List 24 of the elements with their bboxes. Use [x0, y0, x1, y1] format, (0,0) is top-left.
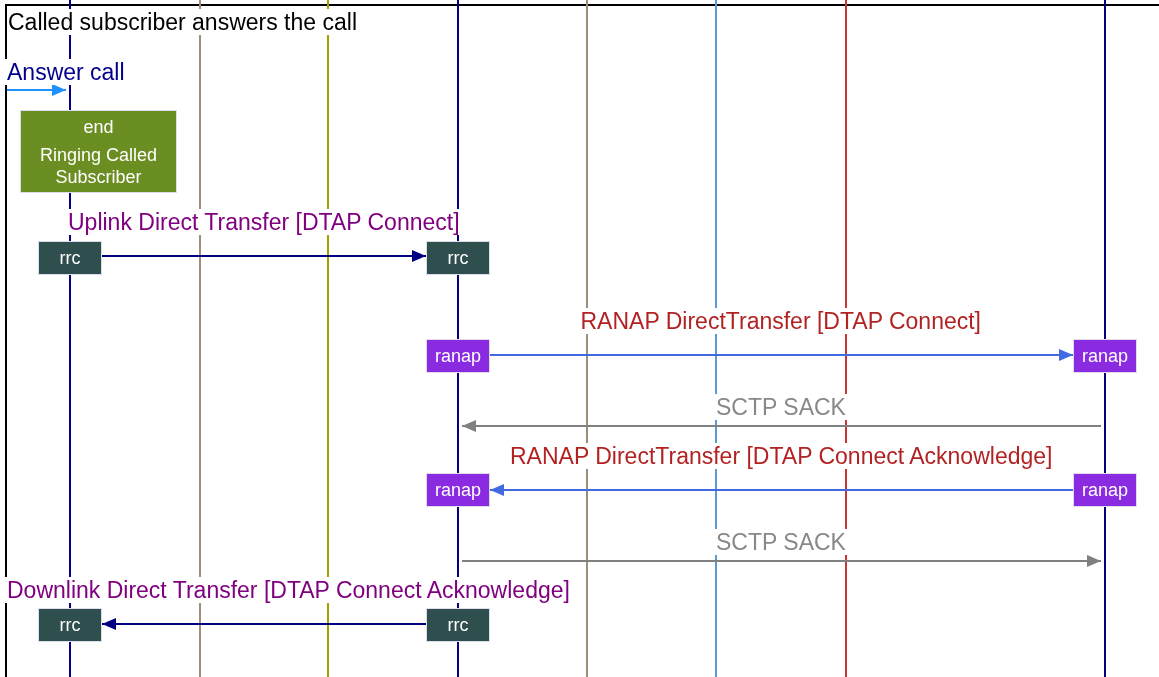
frame-title: Called subscriber answers the call [8, 9, 357, 35]
message-arrow [461, 555, 1102, 567]
message-label: Downlink Direct Transfer [DTAP Connect Acknowledge] [5, 577, 572, 603]
message-arrow [101, 618, 427, 630]
message-box: rrc [38, 241, 102, 275]
message-arrow [489, 349, 1074, 361]
message-box: rrc [426, 608, 490, 642]
message-box: ranap [1073, 473, 1137, 507]
message-box: ranap [426, 339, 490, 373]
state-name: Ringing Called Subscriber [38, 143, 159, 188]
message-arrow [461, 420, 1102, 432]
state-keyword: end [83, 115, 114, 138]
message-box: ranap [1073, 339, 1137, 373]
message-arrow [6, 84, 67, 96]
message-box: rrc [38, 608, 102, 642]
state-box [20, 110, 177, 193]
message-label: SCTP SACK [714, 529, 848, 555]
message-box: rrc [426, 241, 490, 275]
message-arrow [101, 250, 427, 262]
message-label: SCTP SACK [714, 394, 848, 420]
message-arrow [489, 484, 1074, 496]
message-box: ranap [426, 473, 490, 507]
message-label: Answer call [5, 59, 127, 85]
message-label: Uplink Direct Transfer [DTAP Connect] [66, 209, 462, 235]
